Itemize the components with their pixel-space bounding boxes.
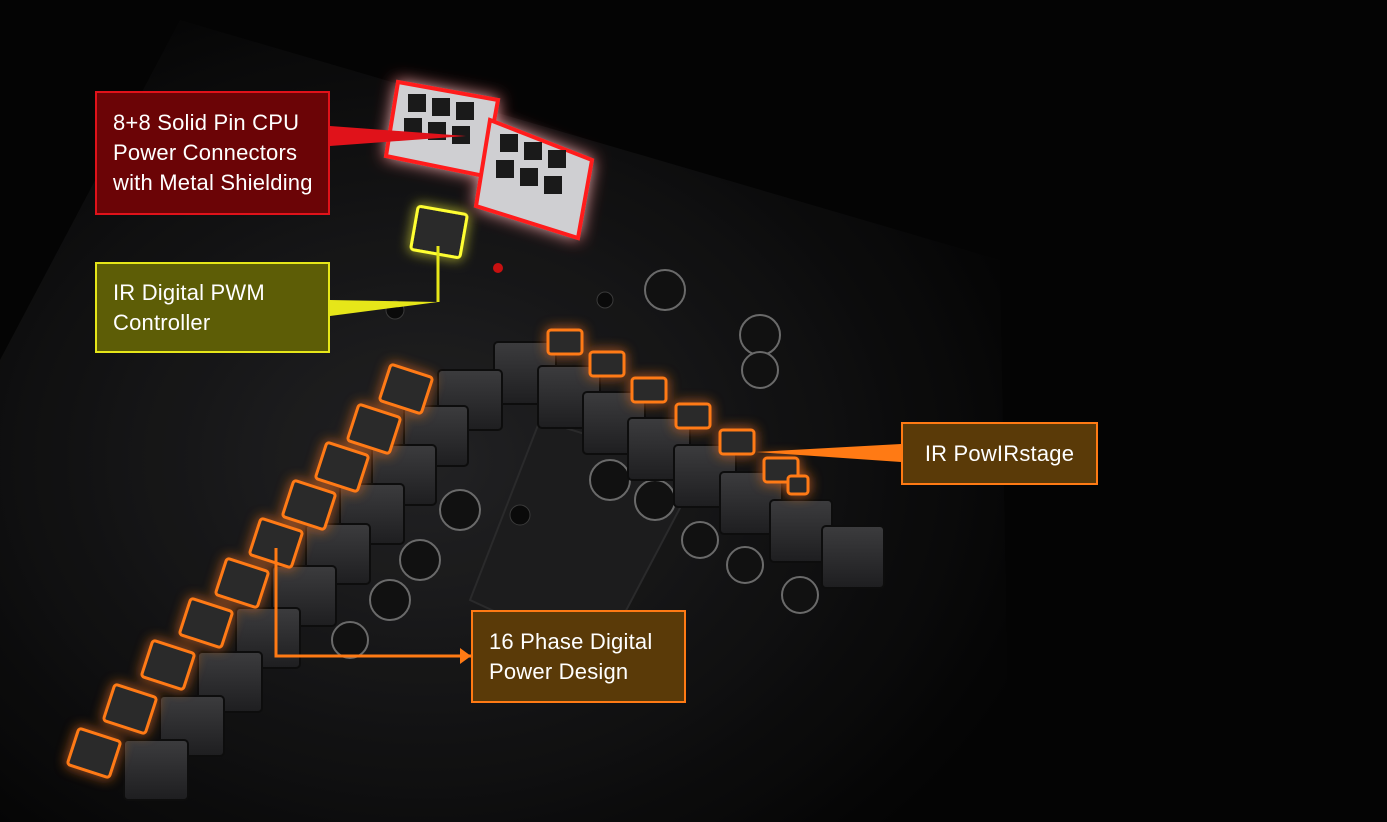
callout-text: Power Connectors	[113, 140, 298, 165]
callout-text: 8+8 Solid Pin CPU	[113, 110, 300, 135]
callout-text: Power Design	[489, 658, 629, 684]
mount-hole	[509, 504, 531, 526]
powirstage-chips	[66, 328, 810, 779]
capacitors	[331, 269, 819, 659]
powirstage-callout-pointer	[756, 444, 901, 462]
callout-text: with Metal Shielding	[113, 170, 313, 195]
powirstage-callout: IR PowIRstage	[901, 422, 1098, 485]
callout-text: IR PowIRstage	[924, 440, 1075, 466]
cpu-callout-pointer	[330, 126, 466, 146]
callout-text: 16 Phase Digital	[489, 628, 653, 654]
pwm-controller-callout: IR Digital PWM Controller	[95, 262, 330, 353]
cpu-power-connector-callout: 8+8 Solid Pin CPU Power Connectors with …	[95, 91, 330, 215]
pwm-controller-chip	[409, 204, 469, 260]
mount-hole	[596, 291, 614, 309]
connector-pins	[404, 94, 566, 194]
phase-callout-pointer	[274, 548, 471, 658]
callout-text: Controller	[113, 309, 211, 335]
status-led	[493, 263, 503, 273]
pwm-callout-pointer	[330, 246, 440, 316]
phase-design-callout: 16 Phase Digital Power Design	[471, 610, 686, 703]
chokes	[123, 341, 885, 801]
callout-text: IR Digital PWM	[113, 279, 265, 305]
